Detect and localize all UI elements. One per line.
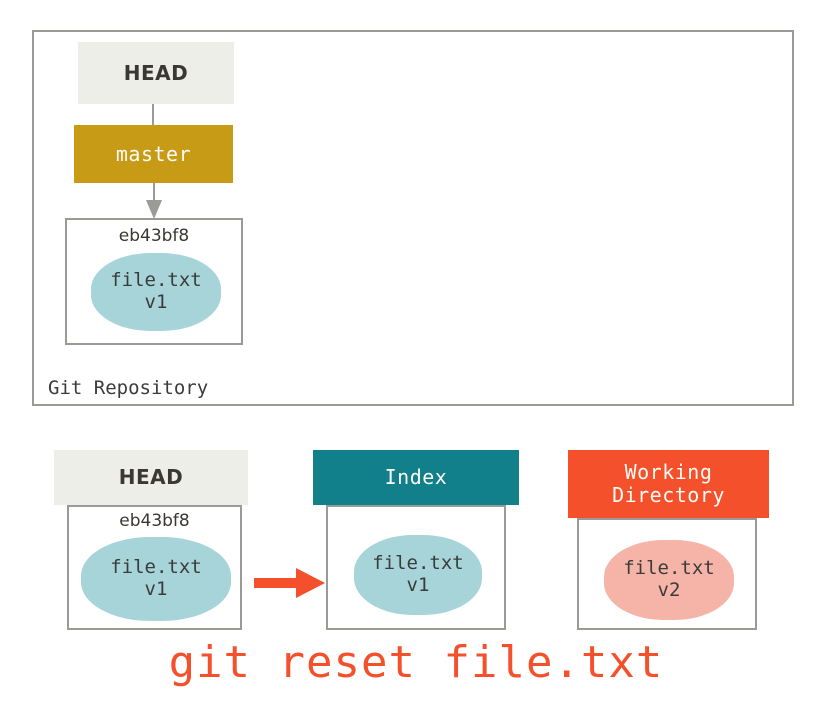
blob-version: v2 [657,579,681,601]
head-pointer-label: HEAD [123,61,189,85]
blob-version: v1 [406,574,430,596]
command-caption: git reset file.txt [168,637,664,688]
blob-filename: file.txt [623,557,715,580]
commit-hash-label: eb43bf8 [118,226,190,246]
column-body-index: file.txt v1 [326,505,506,630]
blob-filename: file.txt [110,556,202,579]
blob-file-v1: file.txt v1 [91,253,221,331]
column-header-working-directory: Working Directory [568,450,769,518]
wd-line-2: Directory [612,483,725,507]
blob-version: v1 [144,578,168,600]
column-header-head: HEAD [54,450,248,505]
column-header-index-label: Index [384,465,448,489]
column-header-head-label: HEAD [118,465,184,489]
arrow-down-icon [146,183,162,219]
column-header-index: Index [313,450,519,505]
column-head-hash-label: eb43bf8 [119,511,190,531]
connector-head-to-master [152,104,154,125]
branch-label: master [115,142,192,166]
column-head-blob: file.txt v1 [81,537,231,621]
column-body-head: eb43bf8 file.txt v1 [67,505,242,630]
arrow-right-icon [254,568,325,598]
column-working-directory-blob: file.txt v2 [604,540,734,620]
column-header-working-directory-label: Working Directory [612,461,725,507]
commit-box: eb43bf8 file.txt v1 [65,218,243,345]
branch-box-master: master [74,125,233,183]
head-pointer-box: HEAD [78,42,234,104]
column-body-working-directory: file.txt v2 [577,518,757,630]
column-index-blob: file.txt v1 [354,535,482,615]
blob-version: v1 [144,291,168,313]
blob-filename: file.txt [110,269,202,292]
blob-filename: file.txt [372,552,464,575]
wd-line-1: Working [624,460,713,484]
git-repository-label: Git Repository [48,377,209,399]
